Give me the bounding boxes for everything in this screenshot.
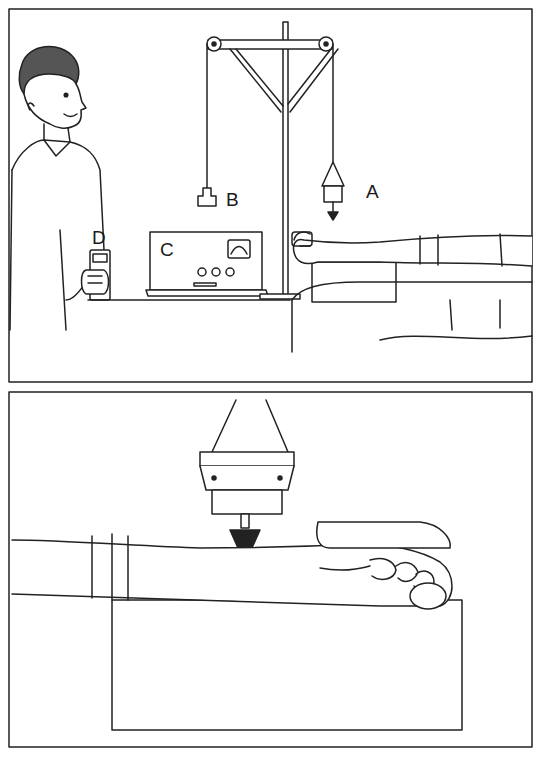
part-label: A bbox=[366, 182, 379, 201]
pulley-string bbox=[332, 44, 334, 162]
arm-sleeve bbox=[500, 234, 502, 266]
weight-frame-top bbox=[200, 452, 294, 466]
beam-strut bbox=[230, 49, 338, 112]
frame-bolt bbox=[278, 476, 282, 480]
recorder-box bbox=[150, 232, 262, 290]
person-neck bbox=[44, 124, 70, 142]
pressure-tip bbox=[328, 212, 338, 220]
weight-frame bbox=[200, 466, 294, 490]
wrist-strap bbox=[112, 534, 128, 600]
cloth-drape bbox=[292, 300, 532, 352]
pulley-string bbox=[206, 44, 208, 188]
recorder-knob bbox=[212, 268, 220, 276]
device-window bbox=[93, 254, 107, 262]
stand-rod bbox=[283, 22, 288, 296]
part-label: C bbox=[160, 240, 174, 259]
part-label: B bbox=[226, 190, 239, 209]
pressure-tip bbox=[230, 530, 260, 548]
person-face bbox=[24, 74, 86, 128]
load-weight-a bbox=[324, 186, 342, 202]
bottom-panel-frame bbox=[9, 392, 532, 747]
wrist-strap bbox=[420, 235, 438, 265]
pulley-wheel bbox=[319, 37, 333, 51]
pulley-axle bbox=[324, 42, 328, 46]
hand-pad bbox=[292, 232, 312, 246]
recorder-knob bbox=[226, 268, 234, 276]
pulley-axle bbox=[212, 42, 216, 46]
frame-bolt bbox=[212, 476, 216, 480]
weight-hanger bbox=[322, 162, 344, 186]
recorder-meter bbox=[228, 240, 250, 258]
forearm bbox=[293, 235, 532, 266]
part-label: D bbox=[92, 228, 106, 247]
top-panel-frame bbox=[9, 9, 532, 382]
plunger-rod bbox=[241, 514, 249, 528]
meter-arc bbox=[231, 247, 247, 255]
recorder-knob bbox=[198, 268, 206, 276]
forearm bbox=[12, 540, 452, 606]
table-cloth-top bbox=[292, 282, 532, 300]
person-torso bbox=[12, 140, 104, 250]
weight-body bbox=[212, 490, 282, 514]
hanger-strings bbox=[212, 400, 288, 452]
person-collar bbox=[44, 140, 70, 156]
pulley-wheel bbox=[207, 37, 221, 51]
person-eye bbox=[64, 93, 68, 97]
pulley-beam bbox=[208, 40, 332, 49]
hand-fingers bbox=[294, 232, 310, 246]
recorder-slot bbox=[194, 283, 216, 286]
person-ear bbox=[28, 103, 34, 110]
hand-pad bbox=[317, 522, 450, 548]
finger-lines bbox=[88, 276, 102, 283]
person-hand bbox=[82, 270, 109, 294]
arm-support-block bbox=[112, 600, 462, 730]
person-body-lines bbox=[10, 170, 66, 330]
hand-contour bbox=[320, 566, 370, 570]
recorder-base bbox=[146, 290, 268, 296]
counterweight-b bbox=[198, 188, 216, 206]
hand-thumb bbox=[410, 583, 446, 609]
person-mouth bbox=[64, 114, 77, 116]
arm-sleeve bbox=[91, 536, 93, 598]
